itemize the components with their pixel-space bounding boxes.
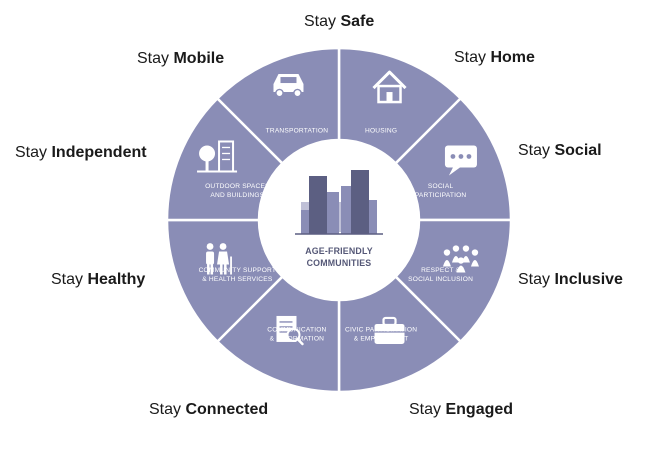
stay-prefix: Stay: [304, 13, 337, 30]
stay-word: Independent: [51, 144, 147, 161]
segments-layer: HOUSING SOCIAL PARTICIPATION RESPECT & SOCIA…: [165, 46, 513, 394]
stay-connected-label: Stay Connected: [149, 402, 268, 418]
elderly-couple-icon: [206, 243, 232, 275]
segment-label-line2: PARTICIPATION: [415, 192, 467, 199]
segment-label-line2: & HEALTH SERVICES: [202, 276, 273, 283]
stay-safe-label: Stay Safe: [304, 14, 374, 30]
stay-prefix: Stay: [518, 271, 551, 288]
center-label-line1: AGE-FRIENDLY: [305, 246, 373, 256]
segment-label-line1: TRANSPORTATION: [266, 127, 329, 134]
stay-word: Mobile: [173, 50, 225, 67]
stay-word: Connected: [185, 401, 269, 418]
stay-prefix: Stay: [409, 401, 442, 418]
document-magnifier-icon: [276, 315, 304, 346]
stay-word: Healthy: [87, 271, 146, 288]
car-icon: [273, 74, 304, 98]
stay-engaged-label: Stay Engaged: [409, 402, 513, 418]
stay-word: Home: [490, 49, 535, 66]
segment-label-line2: SOCIAL INCLUSION: [408, 276, 473, 283]
segment-label-line2: & INFORMATION: [270, 336, 325, 343]
stay-independent-label: Stay Independent: [15, 145, 147, 161]
segment-label-line1: COMMUNICATION: [267, 327, 326, 334]
segment-label-line1: RESPECT &: [421, 267, 460, 274]
segment-label-line1: SOCIAL: [428, 183, 454, 190]
house-icon: [372, 70, 407, 104]
center-label-line2: COMMUNITIES: [307, 258, 372, 268]
segment-social-participation: SOCIAL PARTICIPATION: [393, 96, 513, 222]
segment-label-line1: OUTDOOR SPACES: [205, 183, 270, 190]
segment-label-line1: COMMUNITY SUPPORT: [199, 267, 277, 274]
segment-label-line1: HOUSING: [365, 127, 397, 134]
stay-prefix: Stay: [51, 271, 84, 288]
speech-bubble-icon: [444, 145, 477, 176]
segment-label-line2: AND BUILDINGS: [210, 192, 264, 199]
stay-prefix: Stay: [15, 144, 48, 161]
segment-shape: [215, 46, 341, 166]
stay-word: Social: [554, 142, 602, 159]
stay-word: Safe: [340, 13, 375, 30]
segment-label-line2: & EMPLOYMENT: [354, 336, 409, 343]
segment-label-line1: CIVIC PARTICIPATION: [345, 327, 417, 334]
stay-prefix: Stay: [137, 50, 170, 67]
stay-inclusive-label: Stay Inclusive: [518, 272, 623, 288]
tree-building-icon: [197, 140, 238, 173]
stay-word: Engaged: [445, 401, 514, 418]
stay-healthy-label: Stay Healthy: [51, 272, 145, 288]
stay-prefix: Stay: [454, 49, 487, 66]
stay-social-label: Stay Social: [518, 143, 602, 159]
stay-home-label: Stay Home: [454, 50, 535, 66]
stay-word: Inclusive: [554, 271, 623, 288]
city-buildings-icon: [295, 170, 383, 235]
briefcase-icon: [374, 316, 405, 344]
stay-mobile-label: Stay Mobile: [137, 51, 224, 67]
stay-prefix: Stay: [518, 142, 551, 159]
center-hub: AGE-FRIENDLY COMMUNITIES: [261, 142, 417, 298]
segment-transportation: TRANSPORTATION: [215, 46, 341, 166]
segment-respect-inclusion: RESPECT & SOCIAL INCLUSION: [393, 218, 513, 344]
group-people-icon: [442, 245, 479, 273]
stay-prefix: Stay: [149, 401, 182, 418]
